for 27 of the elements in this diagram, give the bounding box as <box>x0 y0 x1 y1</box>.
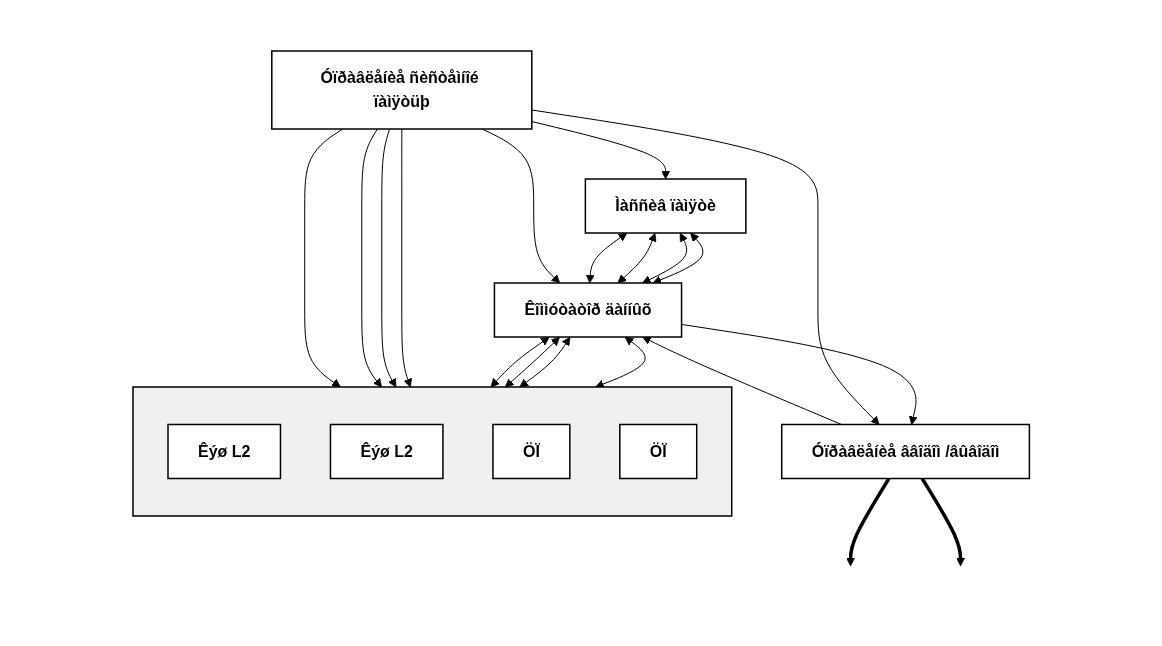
arrow <box>519 336 571 387</box>
arrow <box>652 232 704 284</box>
arrow <box>920 477 965 566</box>
arrow <box>490 336 550 387</box>
node-box: Ìàññèâ ïàìÿòè <box>584 177 747 234</box>
arrow <box>531 120 670 179</box>
node-box: ÖÏ <box>492 423 571 479</box>
arrow <box>642 336 842 425</box>
arrow <box>504 336 560 387</box>
node-box: Óïðàâëåíèå ñèñòåìíîé ïàìÿòüþ <box>270 49 533 130</box>
arrow <box>481 128 560 283</box>
arrow <box>531 109 880 425</box>
arrow <box>381 128 397 387</box>
node-box: Êýø L2 <box>329 423 444 479</box>
arrow <box>595 336 646 388</box>
arrow <box>845 477 891 566</box>
arrow <box>642 232 688 283</box>
node-box: ÖÏ <box>618 423 698 479</box>
node-box: Êýø L2 <box>167 423 281 479</box>
node-box: Óïðàâëåíèå ââîäîì /âûâîäîì <box>780 423 1030 479</box>
arrow <box>401 128 412 387</box>
node-box: Êîììóòàòîð äàííûõ <box>493 281 683 338</box>
arrow <box>304 128 343 387</box>
arrow <box>361 128 382 387</box>
arrow <box>617 232 657 283</box>
cluster <box>132 385 733 517</box>
arrow <box>585 232 627 283</box>
